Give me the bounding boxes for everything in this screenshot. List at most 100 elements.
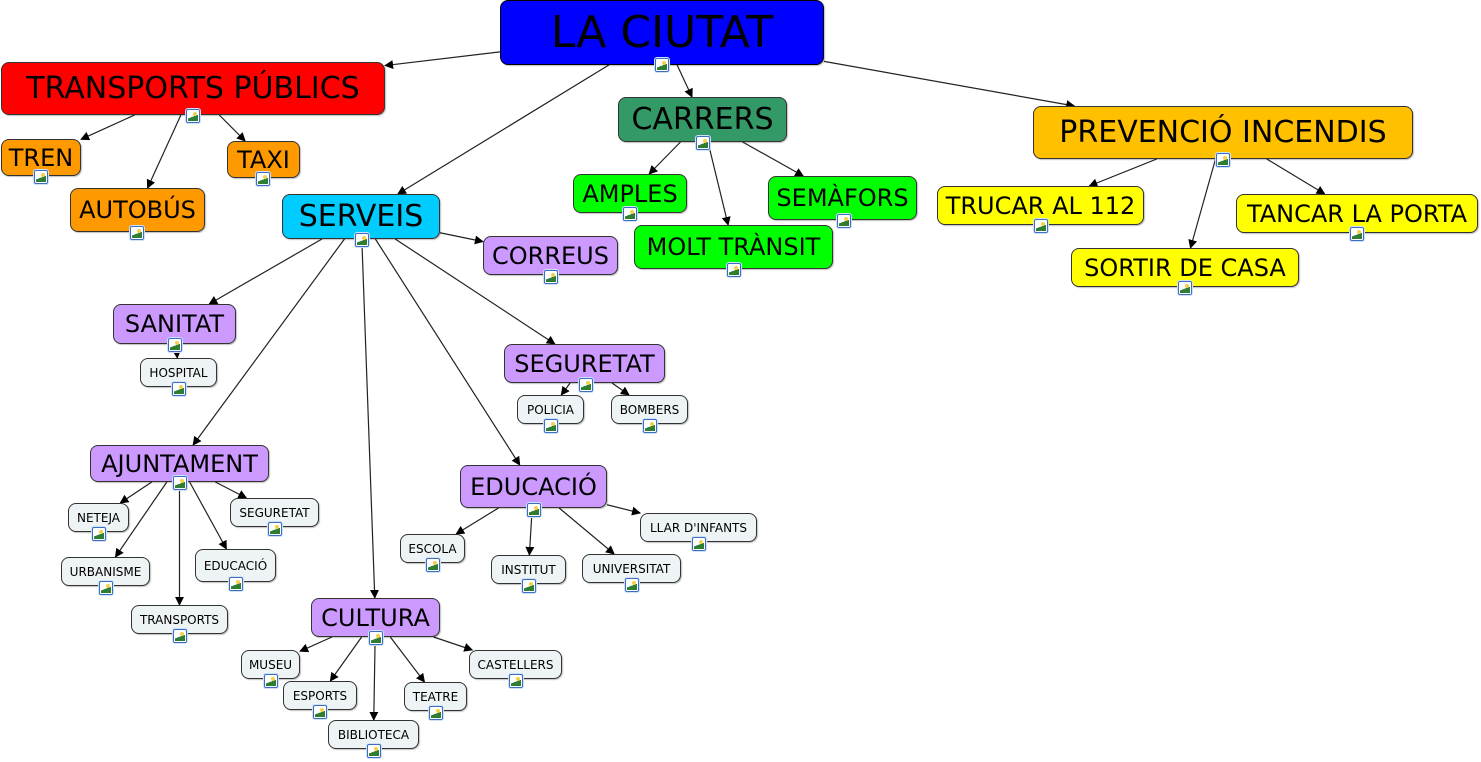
concept-node-biblioteca[interactable]: BIBLIOTECA xyxy=(328,720,419,758)
image-attachment-icon[interactable] xyxy=(727,263,741,277)
concept-node-sanitat[interactable]: SANITAT xyxy=(113,304,236,352)
image-attachment-icon[interactable] xyxy=(355,233,369,247)
image-attachment-icon[interactable] xyxy=(172,382,186,396)
concept-node-universitat[interactable]: UNIVERSITAT xyxy=(582,554,681,592)
node-label: INSTITUT xyxy=(501,562,556,577)
image-attachment-icon[interactable] xyxy=(369,631,383,645)
concept-node-amples[interactable]: AMPLES xyxy=(573,174,687,221)
concept-node-ajuntament[interactable]: AJUNTAMENT xyxy=(90,445,269,490)
link-root-to-carrers xyxy=(676,64,693,98)
image-attachment-icon[interactable] xyxy=(522,579,536,593)
image-attachment-icon[interactable] xyxy=(527,503,541,517)
concept-node-cultura[interactable]: CULTURA xyxy=(311,598,440,645)
image-attachment-icon[interactable] xyxy=(173,629,187,643)
concept-node-sortir-de-casa[interactable]: SORTIR DE CASA xyxy=(1071,248,1299,295)
concept-node-hospital[interactable]: HOSPITAL xyxy=(140,358,217,396)
node-label: URBANISME xyxy=(69,564,142,579)
image-attachment-icon[interactable] xyxy=(1216,153,1230,167)
image-attachment-icon[interactable] xyxy=(509,674,523,688)
concept-node-trucar-al-112[interactable]: TRUCAR AL 112 xyxy=(937,186,1144,233)
link-prevencio-to-tancar xyxy=(1266,158,1326,195)
image-attachment-icon[interactable] xyxy=(1350,227,1364,241)
image-attachment-icon[interactable] xyxy=(130,226,144,240)
concept-node-serveis[interactable]: SERVEIS xyxy=(282,194,440,247)
image-attachment-icon[interactable] xyxy=(229,577,243,591)
link-transports-to-taxi xyxy=(218,114,246,142)
image-attachment-icon[interactable] xyxy=(623,207,637,221)
concept-node-taxi[interactable]: TAXI xyxy=(227,141,300,186)
concept-node-museu[interactable]: MUSEU xyxy=(241,650,300,688)
concept-node-institut[interactable]: INSTITUT xyxy=(491,555,566,593)
image-attachment-icon[interactable] xyxy=(256,172,270,186)
concept-node-neteja[interactable]: NETEJA xyxy=(68,503,129,541)
image-attachment-icon[interactable] xyxy=(186,109,200,123)
image-attachment-icon[interactable] xyxy=(1034,219,1048,233)
node-label: TAXI xyxy=(237,145,290,174)
node-label: AJUNTAMENT xyxy=(101,449,258,478)
concept-node-tren[interactable]: TREN xyxy=(1,139,81,184)
image-attachment-icon[interactable] xyxy=(655,58,669,72)
image-attachment-icon[interactable] xyxy=(625,578,639,592)
image-attachment-icon[interactable] xyxy=(168,338,182,352)
image-attachment-icon[interactable] xyxy=(264,674,278,688)
concept-node-policia[interactable]: POLICIA xyxy=(517,395,584,433)
link-carrers-to-molt_transit xyxy=(707,141,731,226)
concept-node-escola[interactable]: ESCOLA xyxy=(400,534,465,572)
concept-node-esports[interactable]: ESPORTS xyxy=(283,681,357,719)
image-attachment-icon[interactable] xyxy=(837,214,851,228)
node-label: TRANSPORTS xyxy=(139,612,220,627)
concept-node-tancar-la-porta[interactable]: TANCAR LA PORTA xyxy=(1236,194,1478,241)
image-attachment-icon[interactable] xyxy=(429,706,443,720)
link-cultura-to-biblioteca xyxy=(369,636,379,721)
image-attachment-icon[interactable] xyxy=(367,744,381,758)
concept-node-seguretat-ajuntament[interactable]: SEGURETAT xyxy=(230,498,319,536)
concept-node-semafors[interactable]: SEMÀFORS xyxy=(768,176,917,228)
link-cultura-to-teatre xyxy=(389,636,426,683)
image-attachment-icon[interactable] xyxy=(34,170,48,184)
concept-node-molt-transit[interactable]: MOLT TRÀNSIT xyxy=(634,225,833,277)
concept-node-prevencio-incendis[interactable]: PREVENCIÓ INCENDIS xyxy=(1033,106,1413,167)
image-attachment-icon[interactable] xyxy=(99,581,113,595)
image-attachment-icon[interactable] xyxy=(579,378,593,392)
concept-node-castellers[interactable]: CASTELLERS xyxy=(469,650,562,688)
concept-node-transports-ajuntament[interactable]: TRANSPORTS xyxy=(131,605,228,643)
concept-node-educacio-ajuntament[interactable]: EDUCACIÓ xyxy=(195,549,276,591)
node-label: PREVENCIÓ INCENDIS xyxy=(1059,114,1387,150)
image-attachment-icon[interactable] xyxy=(426,558,440,572)
image-attachment-icon[interactable] xyxy=(92,527,106,541)
node-label: CARRERS xyxy=(631,101,774,137)
image-attachment-icon[interactable] xyxy=(268,522,282,536)
concept-node-seguretat[interactable]: SEGURETAT xyxy=(504,344,665,392)
concept-node-carrers[interactable]: CARRERS xyxy=(618,97,787,150)
concept-node-urbanisme[interactable]: URBANISME xyxy=(61,557,150,595)
concept-node-llar-dinfants[interactable]: LLAR D'INFANTS xyxy=(640,513,757,551)
concept-node-teatre[interactable]: TEATRE xyxy=(404,682,467,720)
link-root-to-transports xyxy=(384,51,501,70)
image-attachment-icon[interactable] xyxy=(173,476,187,490)
image-attachment-icon[interactable] xyxy=(696,136,710,150)
link-seguretat-to-policia xyxy=(560,382,571,396)
concept-node-la-ciutat[interactable]: LA CIUTAT xyxy=(500,0,824,72)
node-label: NETEJA xyxy=(76,510,120,525)
concept-node-autobus[interactable]: AUTOBÚS xyxy=(70,188,205,240)
image-attachment-icon[interactable] xyxy=(313,705,327,719)
node-label: SEMÀFORS xyxy=(776,184,909,212)
link-seguretat-to-bombers xyxy=(611,382,630,396)
image-attachment-icon[interactable] xyxy=(1178,281,1192,295)
concept-node-bombers[interactable]: BOMBERS xyxy=(611,395,688,433)
link-serveis-to-sanitat xyxy=(208,238,323,305)
image-attachment-icon[interactable] xyxy=(544,419,558,433)
image-attachment-icon[interactable] xyxy=(692,537,706,551)
link-educacio-to-universitat xyxy=(558,507,615,555)
node-label: AUTOBÚS xyxy=(79,196,196,224)
image-attachment-icon[interactable] xyxy=(643,419,657,433)
link-carrers-to-amples xyxy=(648,141,681,175)
link-educacio-to-llar xyxy=(606,504,642,516)
concept-node-educacio[interactable]: EDUCACIÓ xyxy=(460,465,607,517)
concept-node-transports-publics[interactable]: TRANSPORTS PÚBLICS xyxy=(1,62,385,123)
link-root-to-serveis xyxy=(397,64,610,195)
image-attachment-icon[interactable] xyxy=(544,270,558,284)
concept-node-correus[interactable]: CORREUS xyxy=(483,236,618,284)
link-serveis-to-educacio xyxy=(374,238,521,466)
